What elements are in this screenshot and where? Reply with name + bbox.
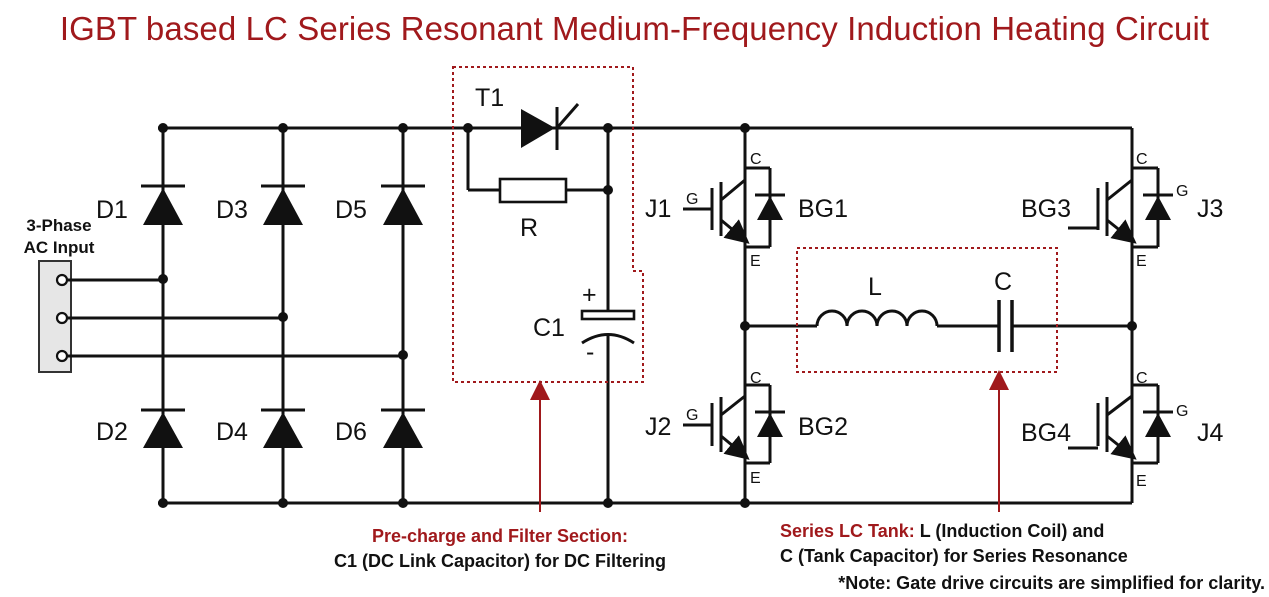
label-c1: C1 xyxy=(533,314,565,342)
precharge-heading: Pre-charge and Filter Section: xyxy=(372,526,628,546)
label-j2: J2 xyxy=(645,413,671,441)
thyristor-t1 xyxy=(521,103,580,150)
label-bg1: BG1 xyxy=(798,195,848,223)
j3-collector-pin: C xyxy=(1136,151,1148,168)
precharge-box xyxy=(452,66,644,383)
j4-collector-pin: C xyxy=(1136,370,1148,387)
label-t1: T1 xyxy=(475,84,504,112)
label-d5: D5 xyxy=(335,196,367,224)
igbt-j3 xyxy=(1068,166,1173,249)
ac-input-terminal xyxy=(38,260,403,373)
label-bg4: BG4 xyxy=(1021,419,1071,447)
label-j4: J4 xyxy=(1197,419,1224,447)
j2-collector-pin: C xyxy=(750,370,762,387)
resistor-r xyxy=(463,123,613,204)
diode-d6 xyxy=(381,408,425,448)
label-tank-capacitor: C xyxy=(994,268,1012,296)
diode-d5 xyxy=(381,184,425,225)
label-d4: D4 xyxy=(216,418,248,446)
tank-caption-line1: Series LC Tank: L (Induction Coil) and xyxy=(780,521,1104,541)
j1-gate-pin: G xyxy=(686,191,698,208)
label-d2: D2 xyxy=(96,418,128,446)
diagram-title: IGBT based LC Series Resonant Medium-Fre… xyxy=(59,10,1210,47)
label-j1: J1 xyxy=(645,195,671,223)
c1-plus-sign: + xyxy=(582,281,597,309)
precharge-text: C1 (DC Link Capacitor) for DC Filtering xyxy=(334,551,666,571)
j4-gate-pin: G xyxy=(1176,403,1188,420)
igbt-j2 xyxy=(683,383,785,465)
j4-emitter-pin: E xyxy=(1136,473,1147,490)
rectifier-bridge xyxy=(141,123,425,508)
j2-gate-pin: G xyxy=(686,407,698,424)
j2-emitter-pin: E xyxy=(750,470,761,487)
j3-gate-pin: G xyxy=(1176,183,1188,200)
diode-d2 xyxy=(141,408,185,448)
label-j3: J3 xyxy=(1197,195,1223,223)
label-bg3: BG3 xyxy=(1021,195,1071,223)
j1-emitter-pin: E xyxy=(750,253,761,270)
label-inductor: L xyxy=(868,273,882,301)
capacitor-c1 xyxy=(580,123,636,508)
diode-d4 xyxy=(261,408,305,448)
diode-d3 xyxy=(261,184,305,225)
label-r: R xyxy=(520,214,538,242)
input-label-line1: 3-Phase xyxy=(26,216,91,235)
j1-collector-pin: C xyxy=(750,151,762,168)
tank-text1: L (Induction Coil) and xyxy=(915,521,1105,541)
note-text: *Note: Gate drive circuits are simplifie… xyxy=(838,573,1265,593)
igbt-j4 xyxy=(1068,383,1173,465)
tank-text2: C (Tank Capacitor) for Series Resonance xyxy=(780,546,1128,566)
lc-tank xyxy=(745,300,1132,352)
igbt-j1 xyxy=(683,128,785,249)
diode-d1 xyxy=(141,184,185,225)
label-d1: D1 xyxy=(96,196,128,224)
input-label-line2: AC Input xyxy=(24,238,95,257)
tank-heading: Series LC Tank: xyxy=(780,521,915,541)
label-d6: D6 xyxy=(335,418,367,446)
c1-minus-sign: - xyxy=(586,338,594,366)
label-bg2: BG2 xyxy=(798,413,848,441)
j3-emitter-pin: E xyxy=(1136,253,1147,270)
label-d3: D3 xyxy=(216,196,248,224)
